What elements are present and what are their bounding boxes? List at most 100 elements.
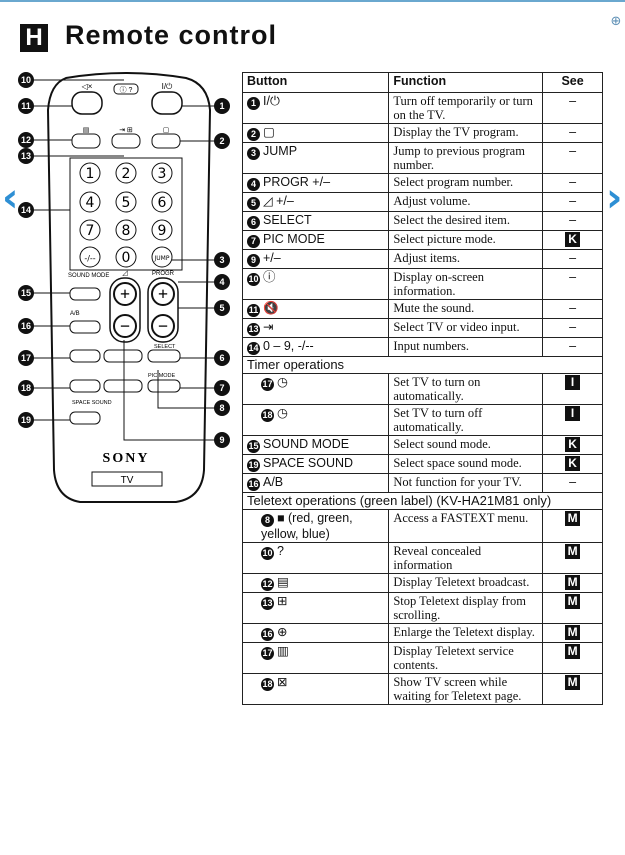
ab-button	[69, 320, 101, 334]
table-row: 13⊞Stop Teletext display from scrolling.…	[241, 592, 603, 624]
zoom-in-icon[interactable]: ⊕	[610, 14, 622, 29]
callout-number: 3	[247, 147, 260, 160]
button-name: ?	[277, 544, 284, 558]
see-cell: –	[542, 268, 603, 300]
callout-number: 16	[261, 628, 274, 641]
mute-button	[71, 91, 103, 115]
svg-text:1: 1	[219, 101, 224, 111]
callout-number: 9	[247, 254, 260, 267]
svg-text:2: 2	[219, 136, 224, 146]
button-cell: 11🔇	[241, 299, 390, 319]
page-title: Remote control	[65, 20, 278, 50]
input-icon: ⇥ ⊞	[119, 126, 133, 134]
see-dash: –	[569, 144, 577, 158]
button-cell: 18⊠	[241, 673, 390, 705]
digit-buttons: 1 2 3 4 5 6 7 8 9 -/-- 0 JUMP	[79, 162, 173, 268]
see-dash: –	[569, 94, 577, 108]
table-row: 8■ (red, green, yellow, blue)Access a FA…	[241, 509, 603, 543]
button-name: ▤	[277, 575, 289, 589]
select-label: SELECT	[154, 344, 176, 350]
callout-number: 18	[261, 409, 274, 422]
chevron-right-icon[interactable]: ›	[606, 175, 623, 221]
svg-text:15: 15	[21, 288, 31, 298]
sound-mode-label: SOUND MODE	[68, 273, 109, 279]
digit-4: 4	[86, 195, 95, 211]
table-row: 5◿ +/–Adjust volume.–	[241, 192, 603, 212]
digit-keypad	[69, 157, 183, 271]
section-letter: H	[20, 24, 48, 52]
function-cell: Enlarge the Teletext display.	[388, 623, 544, 643]
see-section-mark: M	[565, 544, 581, 559]
timer-section: Timer operations	[242, 356, 603, 374]
digit-0: 0	[122, 250, 131, 266]
svg-text:10: 10	[21, 75, 31, 85]
function-cell: Mute the sound.	[388, 299, 544, 319]
see-section-mark: K	[565, 437, 581, 452]
function-cell: Set TV to turn off automatically.	[388, 404, 544, 436]
function-cell: Display on-screen information.	[388, 268, 544, 300]
see-dash: –	[569, 251, 577, 265]
function-cell: Turn off temporarily or turn on the TV.	[388, 92, 544, 124]
plus-minus-button	[103, 349, 143, 363]
svg-text:19: 19	[21, 415, 31, 425]
svg-text:13: 13	[21, 151, 31, 161]
info-button	[113, 83, 139, 95]
function-cell: Display Teletext broadcast.	[388, 573, 544, 593]
function-cell: Show TV screen while waiting for Teletex…	[388, 673, 544, 705]
function-cell: Stop Teletext display from scrolling.	[388, 592, 544, 624]
digit-dash: -/--	[84, 254, 95, 263]
svg-text:14: 14	[21, 205, 31, 215]
info-icon: ⓘ ?	[120, 86, 133, 94]
sound-mode-button	[69, 287, 101, 301]
callout-number: 17	[261, 378, 274, 391]
button-name: JUMP	[263, 144, 298, 158]
function-cell: Reveal concealed information	[388, 542, 544, 574]
button-name: ⇥	[263, 320, 274, 334]
callout-number: 13	[261, 597, 274, 610]
callout-number: 16	[247, 478, 260, 491]
timer-off-button	[69, 379, 101, 393]
button-name: I/⏻	[263, 94, 280, 108]
header-see: See	[542, 72, 603, 93]
svg-text:18: 18	[21, 383, 31, 393]
svg-text:+: +	[120, 284, 130, 304]
see-cell: –	[542, 318, 603, 338]
button-name: SOUND MODE	[263, 437, 350, 451]
button-name: PIC MODE	[263, 232, 325, 246]
button-name: ▢	[263, 125, 275, 139]
see-section-mark: K	[565, 456, 581, 471]
chevron-left-icon[interactable]: ‹	[2, 175, 19, 221]
button-name: PROGR +/–	[263, 175, 331, 189]
callout-number: 6	[247, 216, 260, 229]
see-cell: M	[542, 642, 603, 674]
button-name: A/B	[263, 475, 284, 489]
callout-number: 2	[247, 128, 260, 141]
digit-6: 6	[158, 195, 167, 211]
see-section-mark: M	[565, 675, 581, 690]
button-name: ■ (red, green, yellow, blue)	[261, 511, 353, 541]
digit-7: 7	[86, 223, 95, 239]
button-name: 🔇	[263, 301, 279, 315]
table-row: 13⇥Select TV or video input.–	[241, 318, 603, 338]
button-name: ▥	[277, 644, 289, 658]
see-dash: –	[569, 194, 577, 208]
see-section-mark: M	[565, 644, 581, 659]
see-cell: –	[542, 473, 603, 493]
svg-text:3: 3	[219, 255, 224, 265]
function-cell: Not function for your TV.	[388, 473, 544, 493]
button-name: ⓘ	[263, 270, 276, 284]
svg-text:16: 16	[21, 321, 31, 331]
svg-text:4: 4	[219, 277, 224, 287]
power-icon: I/⏻	[162, 82, 173, 91]
svg-text:−: −	[158, 316, 168, 336]
see-cell: –	[542, 211, 603, 231]
function-cell: Adjust items.	[388, 249, 544, 269]
